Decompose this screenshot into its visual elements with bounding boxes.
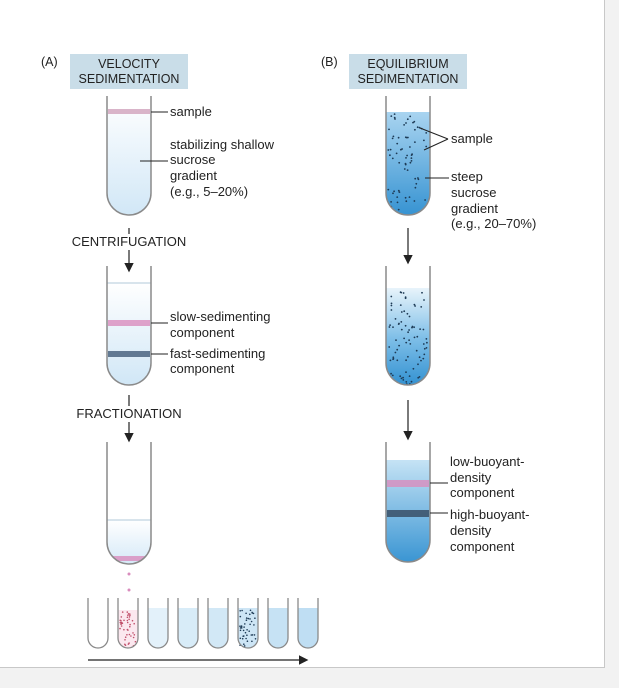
fraction-tube	[177, 598, 199, 649]
panel-a-title-line2: SEDIMENTATION	[79, 72, 180, 86]
fraction-tube	[267, 598, 289, 649]
tube-a-fractionating	[106, 442, 152, 592]
fraction-tube	[297, 598, 319, 649]
fraction-tube	[87, 598, 109, 649]
step-centrifugation: CENTRIFUGATION	[72, 234, 187, 249]
fraction-tube	[237, 598, 259, 649]
panel-a-sample-label: sample	[170, 104, 212, 119]
fast-band	[108, 351, 150, 357]
panel-b: (B) EQUILIBRIUM SEDIMENTATION sample ste…	[321, 54, 536, 563]
tube-a-centrifuged	[106, 266, 152, 386]
panel-b-tag: (B)	[321, 55, 338, 69]
tube-b-initial	[385, 96, 431, 216]
tube-b-final	[385, 442, 431, 563]
fraction-tube	[147, 598, 169, 649]
tube-b-middle	[385, 266, 431, 386]
panel-a-title-line1: VELOCITY	[98, 57, 160, 71]
panel-b-sample-label: sample	[451, 131, 493, 146]
panel-b-title-line2: SEDIMENTATION	[358, 72, 459, 86]
fraction-tubes	[87, 598, 319, 649]
panel-a-tag: (A)	[41, 55, 58, 69]
high-density-label: high-buoyant- density component	[450, 507, 533, 554]
low-density-band	[387, 480, 429, 487]
step-fractionation: FRACTIONATION	[76, 406, 181, 421]
panel-b-header-bg	[349, 54, 467, 89]
panel-b-title-line1: EQUILIBRIUM	[367, 57, 448, 71]
figure-panel: (A) VELOCITY SEDIMENTATION sample stabil…	[0, 0, 605, 668]
panel-b-gradient-label: steep sucrose gradient (e.g., 20–70%)	[451, 169, 536, 231]
panel-a-header-bg	[70, 54, 188, 89]
slow-component-label: slow-sedimenting component	[170, 309, 274, 340]
high-density-band	[387, 510, 429, 517]
fraction-tube	[207, 598, 229, 649]
slow-band	[108, 320, 150, 326]
fraction-tube	[117, 598, 139, 649]
low-density-label: low-buoyant- density component	[450, 454, 528, 500]
tube-a-initial	[106, 96, 152, 216]
fast-component-label: fast-sedimenting component	[170, 346, 269, 376]
panel-a: (A) VELOCITY SEDIMENTATION sample stabil…	[41, 54, 319, 665]
panel-a-gradient-label: stabilizing shallow sucrose gradient (e.…	[170, 137, 278, 199]
sample-band	[108, 109, 150, 114]
